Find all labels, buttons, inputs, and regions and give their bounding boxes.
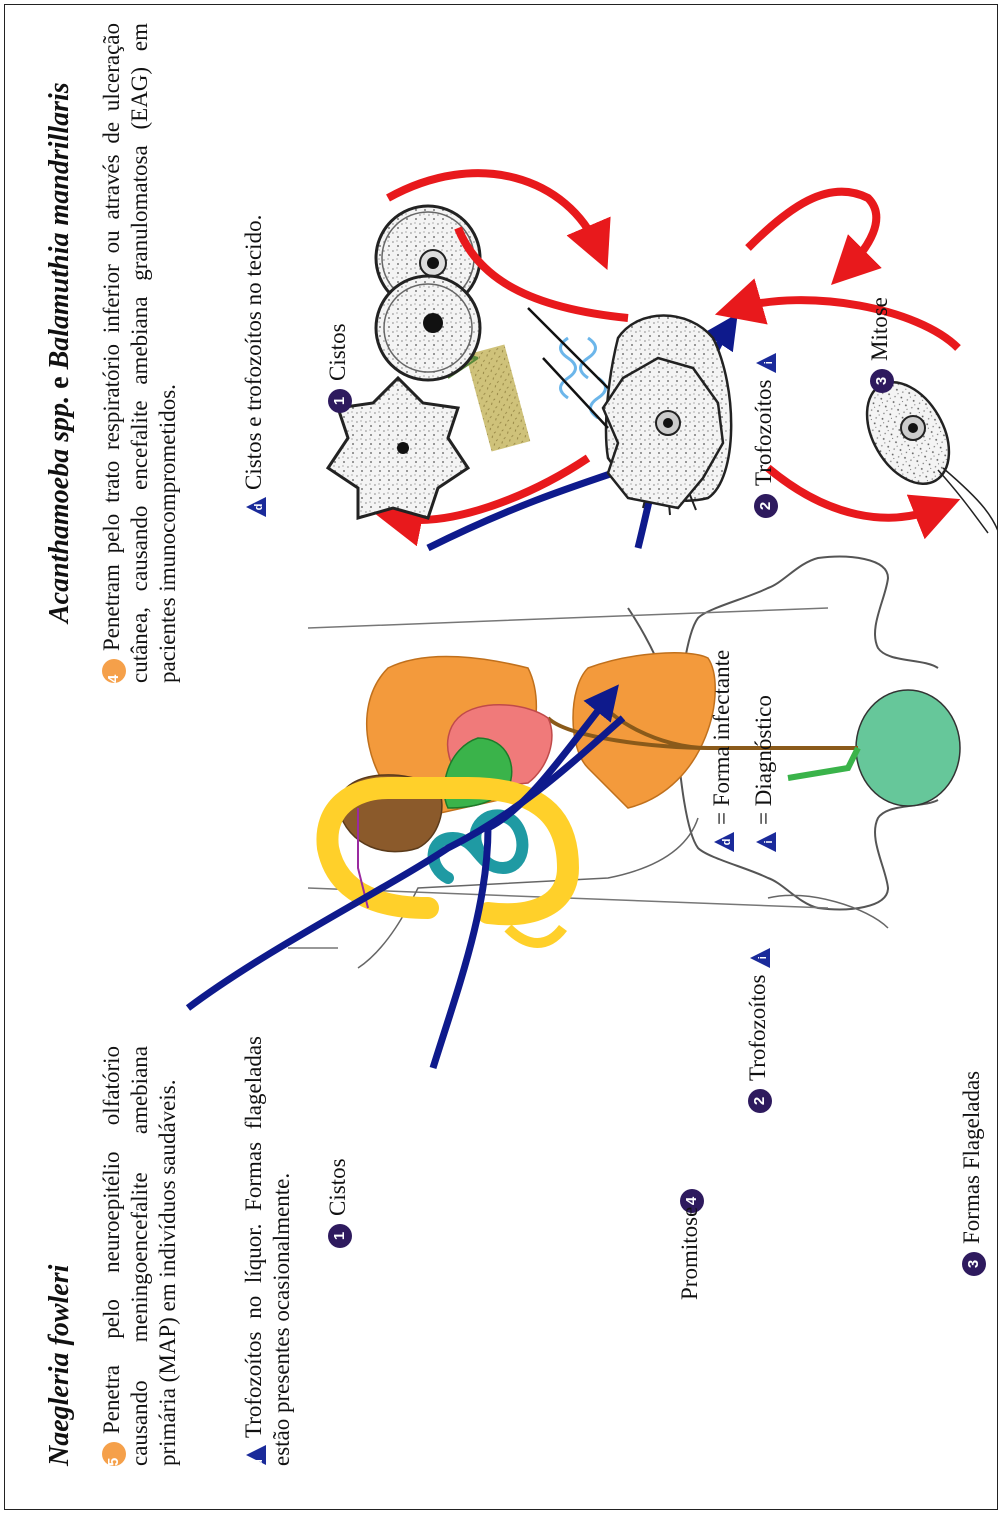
acanthamoeba-trophozoites-label: 2Trofozoítos i [750, 346, 778, 518]
acanthamoeba-diagnostic-text: Cistos e trofozoítos no tecido. [241, 215, 266, 490]
naegleria-diagnostic-text: Trofozoítos no líquor. Formas flageladas… [241, 1036, 294, 1466]
legend-infective: d = Forma infectante [708, 650, 736, 853]
infective-triangle-icon: i [749, 947, 771, 969]
acanthamoeba-title: Acanthamoeba spp. e Balamuthia mandrilla… [46, 23, 74, 623]
naegleria-step5: 5Penetra pelo neuroepitélio olfatório ca… [98, 1046, 182, 1466]
naegleria-title: Naegleria fowleri [46, 1166, 74, 1466]
rotated-figure: Naegleria fowleri 5Penetra pelo neuroepi… [8, 8, 998, 1508]
naegleria-flagellate [850, 368, 998, 548]
naegleria-trophozoites-label: 2Trofozoítos i [744, 941, 772, 1113]
acanthamoeba-cyst-round [376, 276, 480, 380]
infective-triangle-icon: i [755, 352, 777, 374]
naegleria-diagnostic-note: d Trofozoítos no líquor. Formas flagelad… [240, 1036, 296, 1466]
naegleria-promitosis-label: Promitose [676, 1207, 704, 1300]
legend-infective-icon: d [713, 831, 735, 853]
acanthamoeba-step4: 4Penetram pelo trato respiratório inferi… [98, 23, 182, 683]
naegleria-step5-text: Penetra pelo neuroepitélio olfatório cau… [99, 1046, 180, 1466]
acanthamoeba-mitosis-label: 3Mitose [866, 297, 894, 393]
human-silhouette-icon [288, 557, 960, 968]
step-4-badge: 4 [102, 659, 126, 683]
diagnostic-triangle-icon: d [245, 496, 267, 518]
acanthamoeba-cycle [328, 276, 723, 518]
naegleria-flagellates-label: 3Formas Flageladas [958, 1071, 986, 1276]
legend-diagnostic: i = Diagnóstico [750, 695, 778, 853]
step-5-badge: 5 [102, 1442, 126, 1466]
naegleria-cysts-label: 1Cistos [324, 1158, 352, 1248]
acanthamoeba-step4-text: Penetram pelo trato respiratório inferio… [99, 23, 180, 683]
acanthamoeba-cysts-label: 1Cistos [324, 323, 352, 413]
diagnostic-triangle-icon: d [245, 1444, 267, 1466]
legend-diagnostic-icon: i [755, 831, 777, 853]
acanthamoeba-diagnostic-note: d Cistos e trofozoítos no tecido. [240, 38, 268, 518]
